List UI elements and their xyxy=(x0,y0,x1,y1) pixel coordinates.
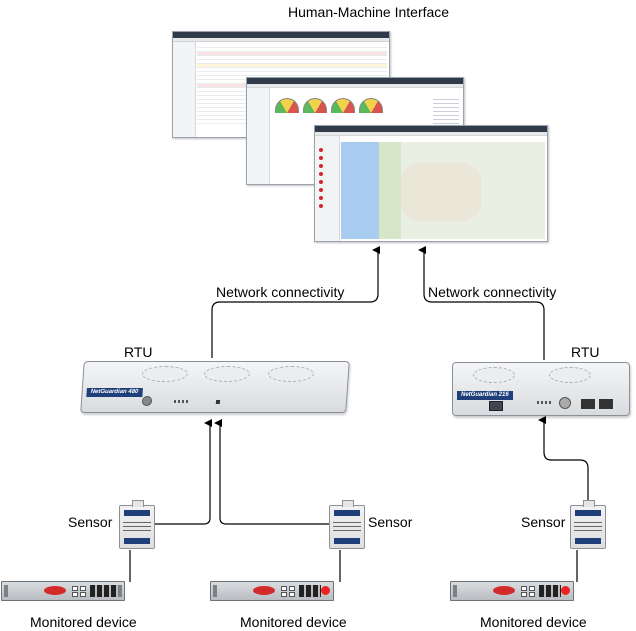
rtu-brand-right: NetGuardian 216 xyxy=(457,391,513,400)
sensor-device-3 xyxy=(570,500,606,549)
rtu-brand-left: NetGuardian 480 xyxy=(86,388,143,397)
window-titlebar xyxy=(247,78,463,84)
gauge-icon xyxy=(303,98,327,113)
device-label-2: Monitored device xyxy=(240,614,347,630)
network-label-left: Network connectivity xyxy=(216,284,345,300)
network-label-right: Network connectivity xyxy=(428,284,557,300)
sensor-device-1 xyxy=(119,500,155,549)
rtu-device-right: NetGuardian 216 xyxy=(452,362,630,416)
sensor-device-2 xyxy=(329,500,365,549)
rtu-device-left: NetGuardian 480 xyxy=(80,361,350,413)
device-label-3: Monitored device xyxy=(480,614,587,630)
sensor-link-2 xyxy=(214,419,330,525)
monitored-device-1 xyxy=(1,581,125,601)
rtu-label-right: RTU xyxy=(571,344,600,360)
rtu-label-left: RTU xyxy=(124,344,153,360)
map-view xyxy=(341,142,545,239)
gauge-icon xyxy=(331,98,355,113)
hmi-map-screen xyxy=(314,125,548,242)
hmi-title: Human-Machine Interface xyxy=(288,4,450,20)
window-titlebar xyxy=(315,126,547,132)
network-link-right xyxy=(418,246,545,360)
monitored-device-3 xyxy=(450,581,574,601)
sensor-label-3: Sensor xyxy=(521,514,566,530)
device-label-1: Monitored device xyxy=(30,614,137,630)
gauge-icon xyxy=(359,98,383,113)
sensor-label-2: Sensor xyxy=(368,514,413,530)
sensor-link-1 xyxy=(152,419,212,525)
network-link-left xyxy=(211,246,380,358)
monitored-device-2 xyxy=(210,581,334,601)
gauge-icon xyxy=(275,98,299,113)
window-titlebar xyxy=(173,32,389,38)
sensor-label-1: Sensor xyxy=(68,514,113,530)
sensor-link-3 xyxy=(538,416,589,505)
